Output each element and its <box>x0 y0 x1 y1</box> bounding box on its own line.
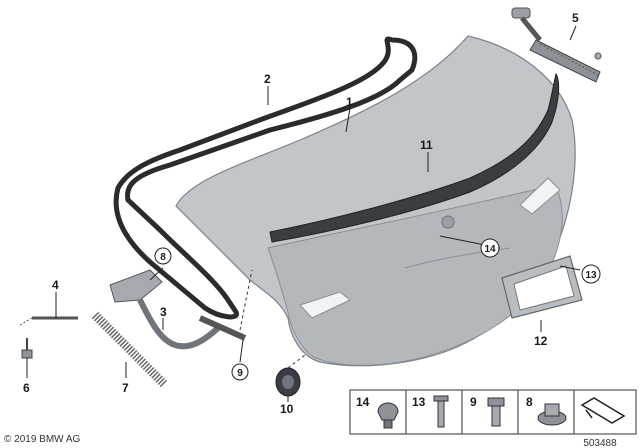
legend-14: 14 <box>356 395 370 409</box>
leader-8 <box>149 267 164 281</box>
callout-3: 3 <box>160 305 167 319</box>
diagram-id: 503488 <box>583 438 617 448</box>
callout-7: 7 <box>122 381 129 395</box>
callout-8-circle: 8 <box>154 247 172 265</box>
bolt-part <box>21 338 33 359</box>
callout-10: 10 <box>280 402 294 416</box>
bmw-emblem <box>441 215 455 229</box>
legend-13: 13 <box>412 395 426 409</box>
leader-13 <box>559 265 581 271</box>
rear-spoiler <box>269 72 560 243</box>
callout-6: 6 <box>23 381 30 395</box>
callout-13-circle: 13 <box>581 264 601 284</box>
legend-8: 8 <box>526 395 533 409</box>
tail-light-recess-left <box>299 291 351 319</box>
arrow-icon <box>580 397 626 424</box>
callout-13: 13 <box>585 270 597 281</box>
trunk-lid-lower-panel <box>267 184 563 366</box>
license-plate-bracket <box>501 255 583 319</box>
clip-icon <box>377 402 399 429</box>
pin-part <box>19 316 78 326</box>
spring-part <box>91 311 169 389</box>
fastener-legend: 14 13 9 8 <box>349 389 637 435</box>
callout-5: 5 <box>572 11 579 25</box>
legend-9: 9 <box>470 395 477 409</box>
callout-9-circle: 9 <box>231 363 249 381</box>
bolt-icon <box>487 397 505 427</box>
gas-strut-part <box>511 7 602 83</box>
callout-1: 1 <box>346 95 353 109</box>
tail-light-recess-right <box>519 177 561 215</box>
leader-9 <box>239 339 244 363</box>
copyright-text: © 2019 BMW AG <box>4 434 81 445</box>
callout-11: 11 <box>420 138 433 152</box>
hinge-part <box>109 269 221 350</box>
leader-5 <box>569 25 577 41</box>
callout-14: 14 <box>484 244 496 255</box>
callout-8: 8 <box>160 252 166 263</box>
nut-icon <box>537 403 567 426</box>
callout-4: 4 <box>52 278 59 292</box>
leader-1 <box>345 107 351 133</box>
license-plate-recess <box>404 247 511 269</box>
callout-2: 2 <box>264 72 271 86</box>
trunk-seal <box>113 36 418 320</box>
linkage-rod <box>198 269 253 341</box>
callout-14-circle: 14 <box>480 238 500 258</box>
callout-12: 12 <box>534 334 548 348</box>
grommet-part <box>275 354 306 397</box>
screw-icon <box>433 395 449 428</box>
callout-9: 9 <box>237 368 243 379</box>
